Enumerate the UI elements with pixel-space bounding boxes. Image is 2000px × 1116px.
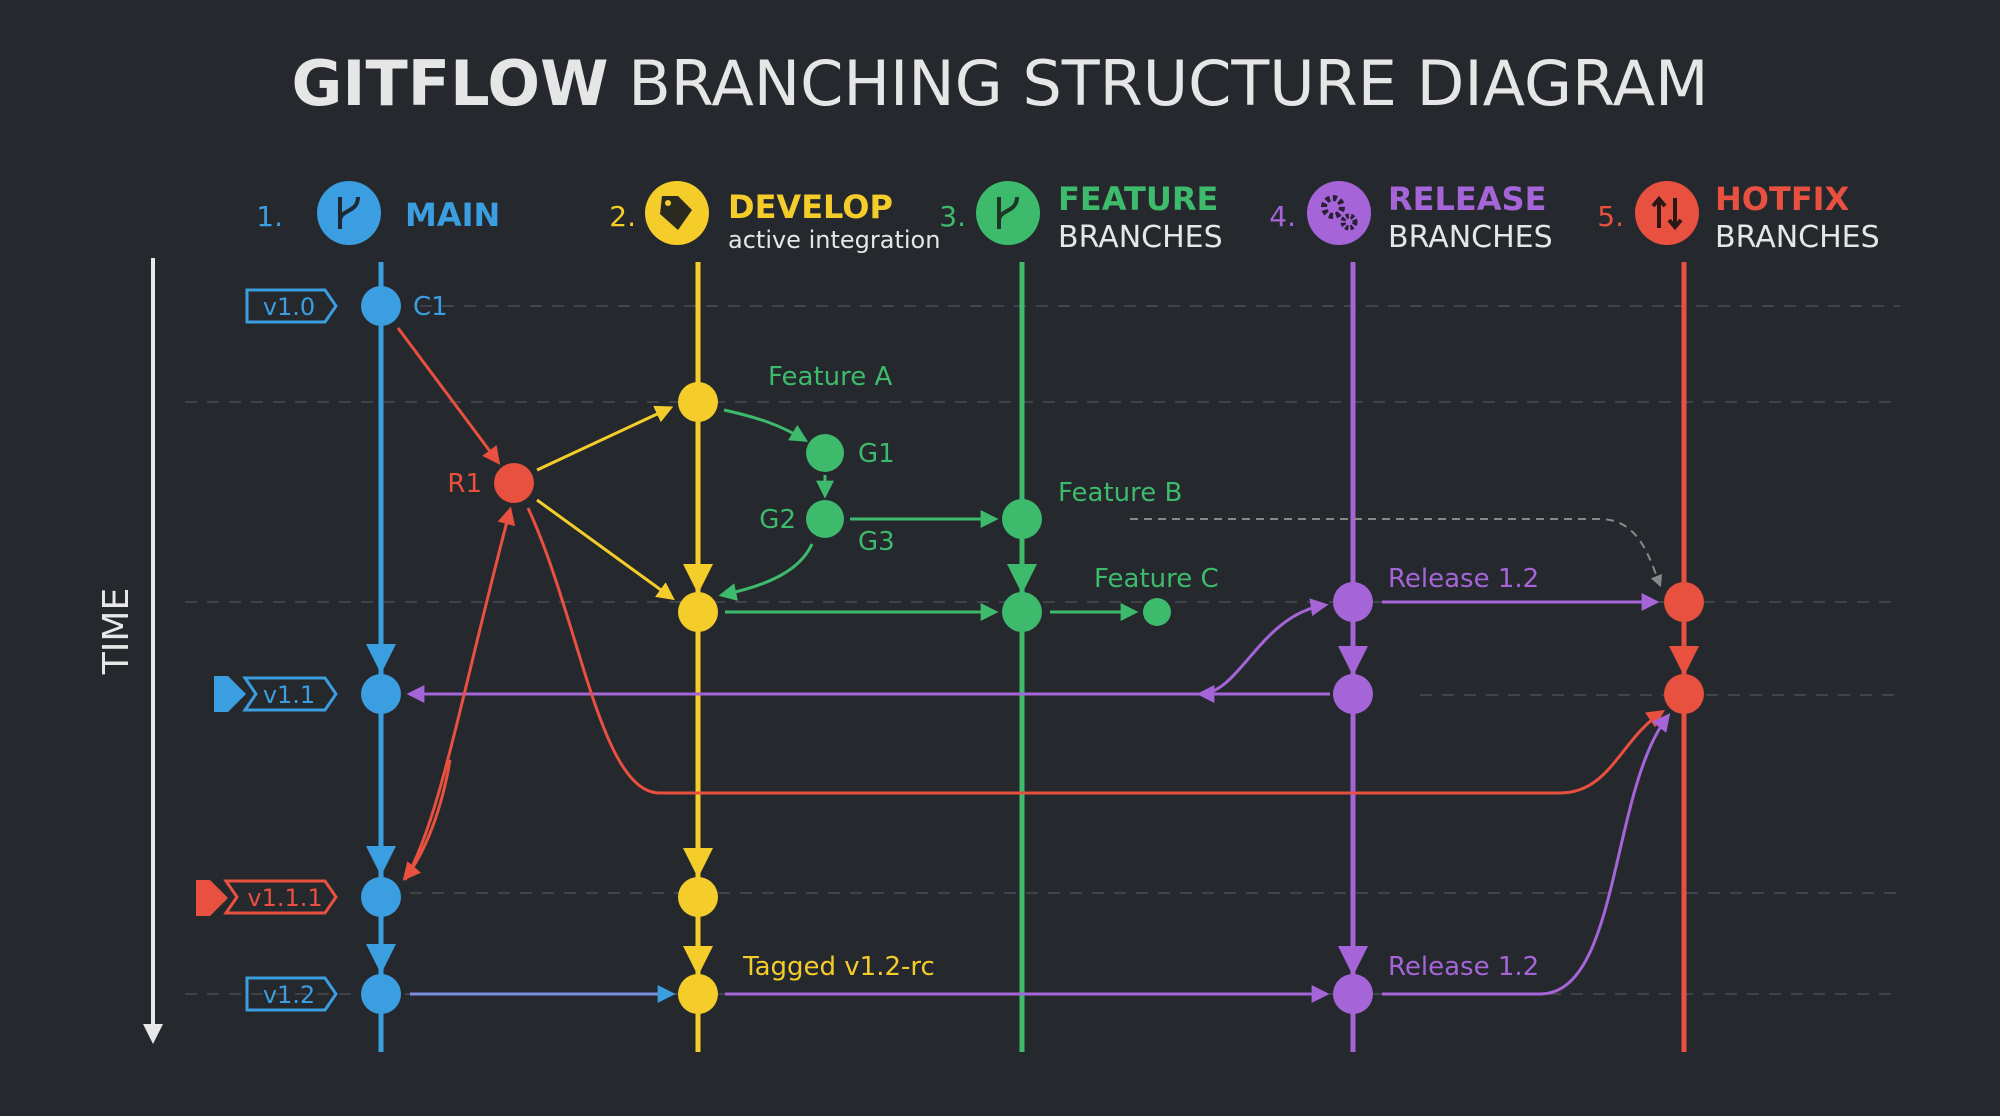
version-tag-v1-2: v1.2 bbox=[245, 976, 338, 1012]
time-gridlines bbox=[185, 305, 1900, 995]
label-feature-b: Feature B bbox=[1058, 478, 1182, 508]
time-axis-label: TIME bbox=[96, 588, 137, 675]
lane-lines bbox=[366, 262, 1699, 1052]
commit-v1-1 bbox=[361, 674, 401, 714]
version-tag-v1-0: v1.0 bbox=[245, 288, 338, 324]
lane-header-feature: 3. FEATURE BRANCHES bbox=[939, 180, 1222, 255]
commit-r1 bbox=[494, 463, 534, 503]
svg-text:5.: 5. bbox=[1597, 200, 1624, 233]
lane-header-main: 1. MAIN bbox=[256, 181, 500, 245]
version-tag-v1-1-1: v1.1.1 bbox=[196, 879, 338, 916]
svg-text:BRANCHES: BRANCHES bbox=[1388, 220, 1553, 255]
commit-release-3 bbox=[1333, 974, 1373, 1014]
label-release-1-2: Release 1.2 bbox=[1388, 564, 1539, 594]
label-g3: G3 bbox=[858, 527, 895, 557]
svg-text:MAIN: MAIN bbox=[405, 196, 500, 234]
git-branch-icon bbox=[317, 181, 381, 245]
svg-text:v1.0: v1.0 bbox=[263, 293, 315, 321]
svg-text:4.: 4. bbox=[1269, 200, 1296, 233]
svg-text:2.: 2. bbox=[609, 200, 636, 233]
commit-develop-3 bbox=[678, 877, 718, 917]
svg-text:1.: 1. bbox=[256, 200, 283, 233]
commit-hotfix-1 bbox=[1664, 582, 1704, 622]
label-feature-a: Feature A bbox=[768, 362, 893, 392]
label-c1: C1 bbox=[413, 292, 448, 322]
commit-nodes bbox=[361, 286, 1704, 1014]
commit-g2 bbox=[806, 500, 844, 538]
svg-text:3.: 3. bbox=[939, 200, 966, 233]
label-r1: R1 bbox=[447, 469, 482, 499]
svg-text:BRANCHES: BRANCHES bbox=[1058, 220, 1223, 255]
svg-text:v1.1: v1.1 bbox=[263, 681, 315, 709]
commit-feature-c bbox=[1143, 598, 1171, 626]
commit-c1 bbox=[361, 286, 401, 326]
svg-text:DEVELOP: DEVELOP bbox=[728, 188, 893, 226]
tag-icon bbox=[214, 676, 246, 712]
commit-feature-2 bbox=[1002, 592, 1042, 632]
git-branch-icon bbox=[976, 181, 1040, 245]
label-g2: G2 bbox=[759, 505, 796, 535]
lane-header-develop: 2. DEVELOP active integration bbox=[609, 181, 940, 254]
svg-text:FEATURE: FEATURE bbox=[1058, 180, 1218, 218]
version-tag-v1-1: v1.1 bbox=[214, 676, 338, 712]
commit-develop-1 bbox=[678, 382, 718, 422]
commit-v1-1-1 bbox=[361, 877, 401, 917]
tag-icon bbox=[196, 880, 228, 916]
lane-header-hotfix: 5. HOTFIX BRANCHES bbox=[1597, 180, 1879, 255]
svg-text:v1.1.1: v1.1.1 bbox=[247, 884, 322, 912]
commit-g1 bbox=[806, 434, 844, 472]
commit-v1-2 bbox=[361, 974, 401, 1014]
svg-text:RELEASE: RELEASE bbox=[1388, 180, 1546, 218]
svg-text:HOTFIX: HOTFIX bbox=[1715, 180, 1850, 218]
page-title: GITFLOW BRANCHING STRUCTURE DIAGRAM bbox=[292, 47, 1709, 120]
commit-feature-b bbox=[1002, 499, 1042, 539]
merge-edges bbox=[396, 327, 1671, 1003]
svg-text:v1.2: v1.2 bbox=[263, 981, 315, 1009]
commit-develop-merge bbox=[678, 592, 718, 632]
commit-develop-rc bbox=[678, 974, 718, 1014]
label-g1: G1 bbox=[858, 439, 895, 469]
commit-release-2 bbox=[1333, 674, 1373, 714]
label-release-1-2-bottom: Release 1.2 bbox=[1388, 952, 1539, 982]
lane-header-release: 4. RELEASE BRANCHES bbox=[1269, 180, 1552, 255]
svg-text:BRANCHES: BRANCHES bbox=[1715, 220, 1880, 255]
label-feature-c: Feature C bbox=[1094, 564, 1219, 594]
commit-release-1 bbox=[1333, 582, 1373, 622]
commit-hotfix-2 bbox=[1664, 674, 1704, 714]
node-labels: C1 R1 Feature A G1 G2 G3 Feature B Featu… bbox=[413, 292, 1539, 982]
swap-arrows-icon bbox=[1635, 181, 1699, 245]
svg-text:active integration: active integration bbox=[728, 226, 940, 254]
label-tagged-rc: Tagged v1.2-rc bbox=[742, 952, 935, 982]
